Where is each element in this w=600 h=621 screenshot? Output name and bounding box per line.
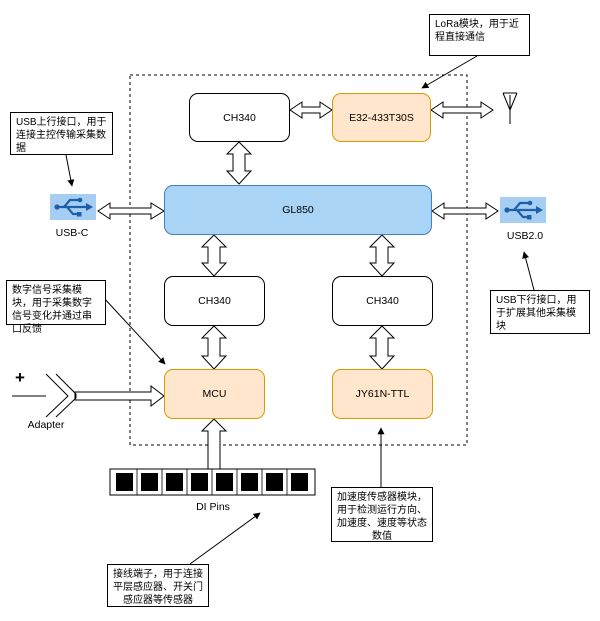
module-boundary	[129, 74, 468, 446]
arrow-gl850-ch340-right	[368, 234, 396, 277]
antenna-icon	[502, 92, 518, 124]
arrow-usbc-gl850	[97, 202, 165, 220]
node-gl850: GL850	[164, 185, 432, 235]
node-ch340-top: CH340	[189, 93, 290, 142]
arrow-e32-antenna	[430, 101, 494, 119]
node-ch340-right: CH340	[332, 276, 433, 326]
usb-icon	[500, 197, 546, 223]
node-ch340-left: CH340	[164, 276, 265, 326]
callout-arrows	[65, 55, 535, 565]
connector-arrows	[74, 101, 499, 470]
note-lora: LoRa模块，用于近程直接通信	[429, 14, 530, 56]
note-usb-down: USB下行接口，用于扩展其他采集模块	[490, 290, 590, 334]
callout-lora	[421, 55, 478, 89]
node-mcu: MCU	[164, 369, 265, 419]
power-plug-icon	[12, 373, 77, 418]
note-usb-up: USB上行接口，用于连接主控传输采集数据	[10, 112, 113, 155]
node-e32: E32-433T30S	[332, 93, 431, 142]
usb-icon	[50, 194, 96, 220]
label-usb-c: USB-C	[55, 227, 89, 239]
label-adapter: Adapter	[27, 419, 65, 431]
arrow-ch340-mcu	[200, 325, 228, 370]
note-accel: 加速度传感器模块，用于检测运行方向、加速度、速度等状态数值	[331, 487, 433, 542]
arrow-ch340-gl850	[225, 141, 253, 185]
note-digital: 数字信号采集模块，用于采集数字信号变化并通过串口反馈	[6, 280, 106, 335]
arrow-ch340-jy61n	[368, 325, 396, 370]
arrow-ch340-e32	[289, 101, 333, 119]
label-di-pins: DI Pins	[196, 501, 230, 513]
callout-usb-down	[522, 251, 535, 291]
callout-usb-up	[65, 154, 75, 187]
note-terminal: 接线端子，用于连接平层感应器、开关门感应器等传感器	[107, 564, 209, 607]
arrow-adapter-mcu	[74, 384, 165, 408]
label-plus: +	[15, 368, 25, 387]
callout-terminal	[189, 512, 261, 565]
arrow-gl850-usb2	[431, 202, 499, 220]
arrow-dipins-mcu	[200, 418, 228, 470]
callout-digital	[102, 296, 166, 365]
arrow-gl850-ch340-left	[200, 234, 228, 277]
label-usb2: USB2.0	[506, 230, 544, 242]
di-pins-terminal	[109, 468, 316, 496]
node-jy61n: JY61N-TTL	[332, 369, 433, 419]
